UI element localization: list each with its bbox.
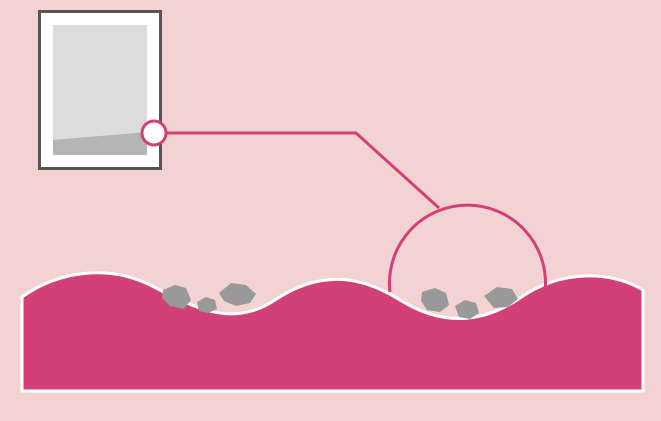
- debris-particle: [219, 283, 256, 306]
- debris-particle: [421, 288, 449, 312]
- magnifier-lens-icon: [390, 205, 546, 292]
- callout-marker-icon: [142, 121, 166, 145]
- wavy-surface: [22, 273, 643, 391]
- window-frame-icon: [38, 10, 162, 170]
- lens-arc: [390, 205, 546, 292]
- callout-line: [154, 133, 439, 208]
- wave-fill: [22, 273, 643, 391]
